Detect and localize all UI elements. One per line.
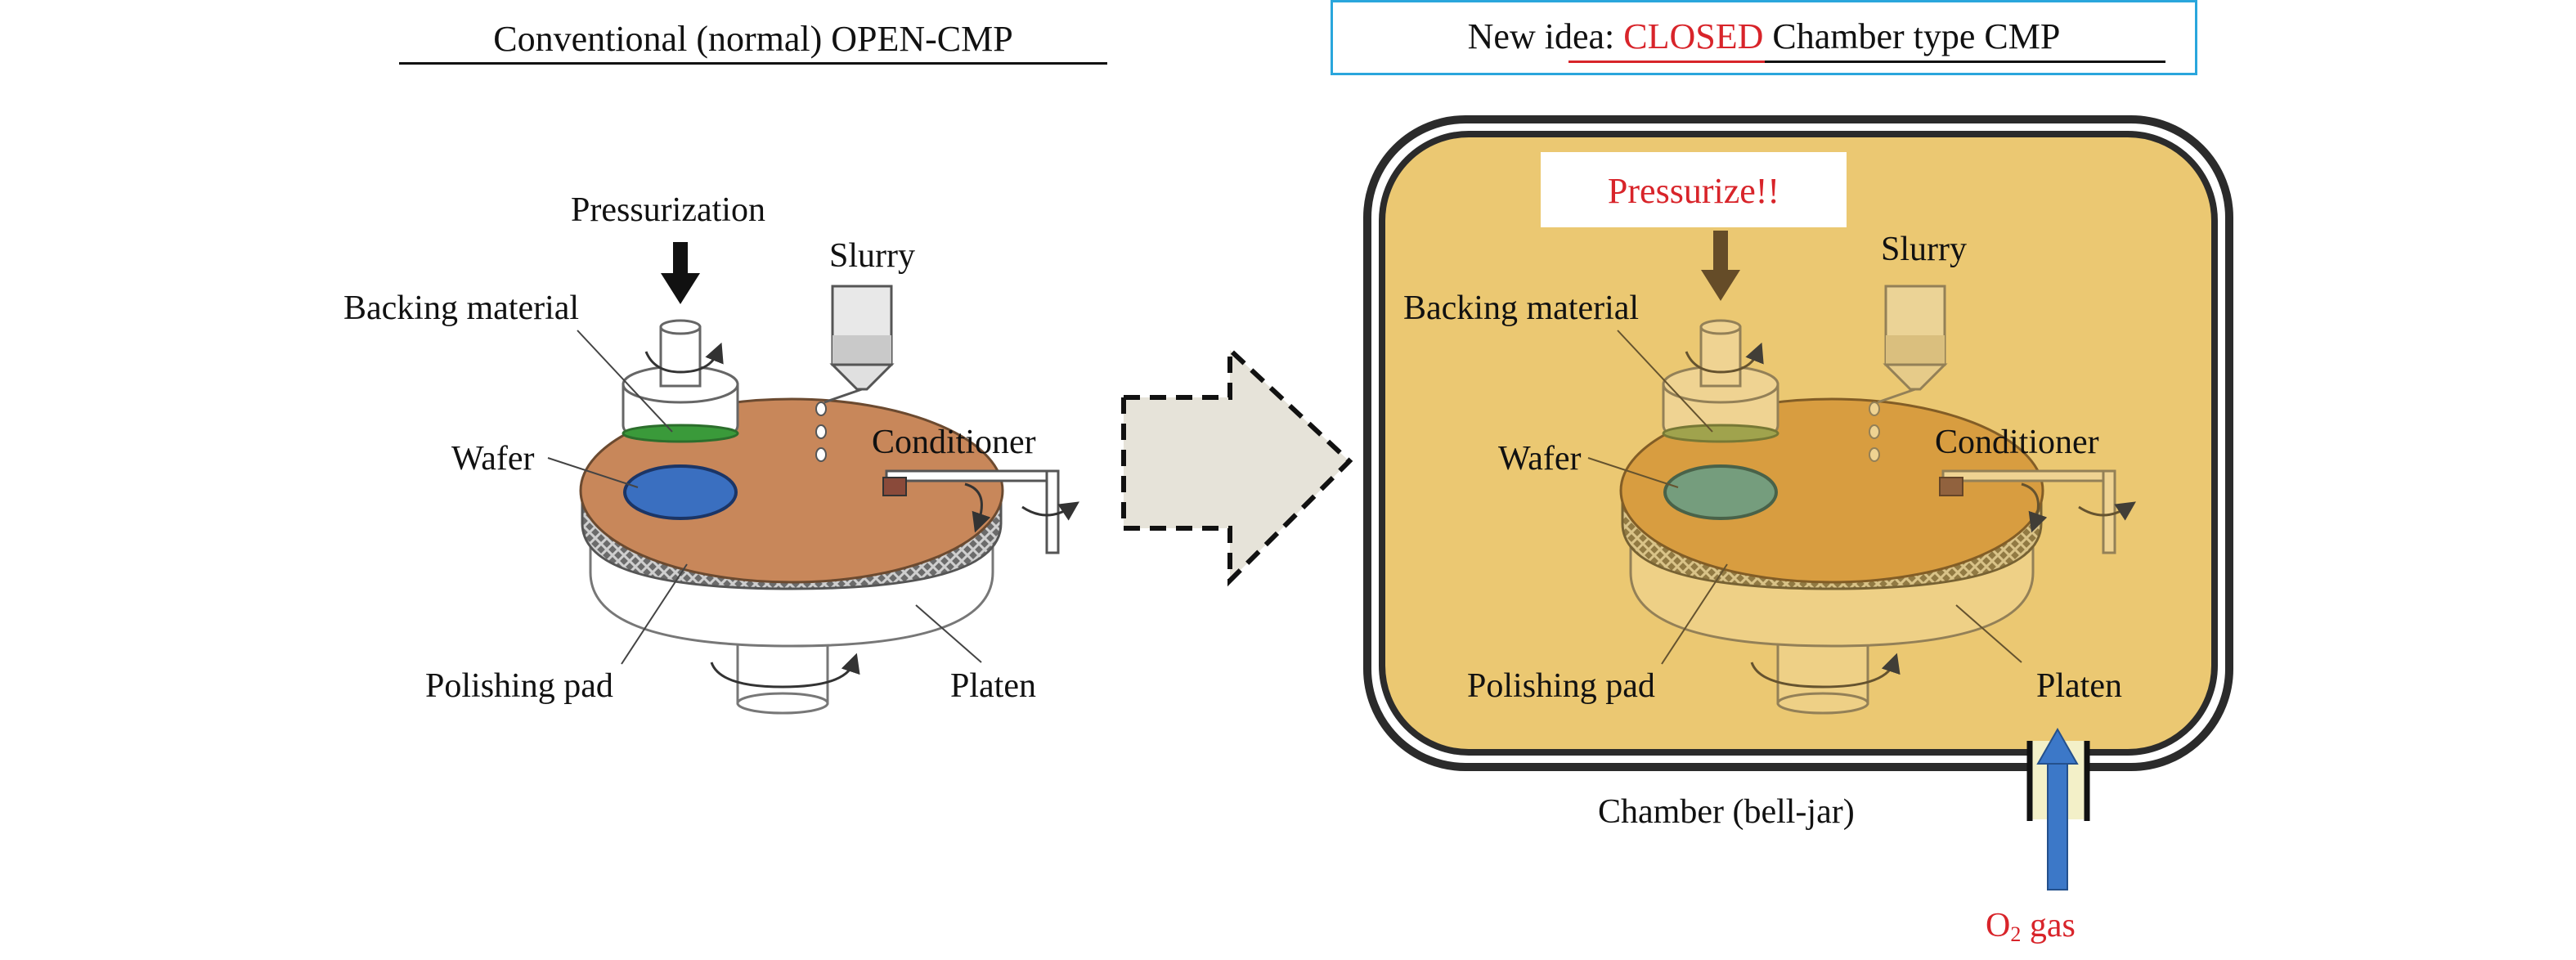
label-chamber-bell-jar: Chamber (bell-jar): [1598, 793, 1855, 831]
closed-label-platen: Platen: [2036, 667, 2122, 705]
open-cmp-title-underline: [399, 62, 1107, 65]
slurry-dispenser: [824, 285, 895, 404]
platen-rotation-icon: [710, 653, 860, 689]
closed-pressurize-arrow-icon: [1701, 231, 1740, 301]
closed-carrier-head: [1662, 319, 1779, 443]
label-conditioner: Conditioner: [872, 424, 1036, 461]
open-cmp-apparatus: [547, 242, 1079, 715]
pad-top-surface: [579, 397, 1004, 584]
closed-title-underline-black: [1765, 61, 2165, 63]
pressurization-arrow-icon: [661, 242, 700, 304]
head-rotation-icon: [644, 342, 724, 374]
closed-title-underline-red: [1568, 61, 1765, 63]
title-suffix: Chamber type CMP: [1763, 16, 2061, 56]
title-highlight: CLOSED: [1623, 16, 1764, 56]
conditioner: [882, 469, 1079, 554]
closed-cmp-apparatus: [1587, 231, 2136, 715]
transition-arrow: [1121, 344, 1353, 587]
wafer: [623, 464, 738, 520]
closed-label-wafer: Wafer: [1498, 440, 1582, 478]
label-platen: Platen: [950, 667, 1036, 705]
closed-label-conditioner: Conditioner: [1935, 424, 2099, 461]
closed-platen-rotation-icon: [1750, 653, 1901, 689]
pressurize-callout-box: Pressurize!!: [1541, 152, 1847, 227]
pressurize-callout: Pressurize!!: [1607, 171, 1780, 211]
closed-cmp-title: New idea: CLOSED Chamber type CMP: [1333, 16, 2195, 57]
label-backing-material: Backing material: [343, 289, 580, 327]
o2-suffix: gas: [2021, 907, 2076, 944]
open-leader-lines: [547, 330, 982, 665]
o2-subscript: 2: [2010, 922, 2022, 946]
label-pressurization: Pressurization: [571, 191, 765, 229]
closed-head-rotation-icon: [1685, 342, 1764, 374]
closed-pad-top-surface: [1619, 397, 2044, 584]
chamber-outer-wall: [1363, 115, 2233, 771]
carrier-head: [622, 319, 739, 443]
closed-label-polishing-pad: Polishing pad: [1467, 667, 1655, 705]
closed-wafer: [1663, 464, 1778, 520]
o2-main: O: [1986, 907, 2011, 944]
slurry-drops: [815, 401, 827, 462]
label-wafer: Wafer: [451, 440, 535, 478]
closed-leader-lines: [1587, 330, 2022, 665]
closed-label-slurry: Slurry: [1881, 231, 1967, 268]
open-cmp-title: Conventional (normal) OPEN-CMP: [493, 19, 1013, 59]
label-polishing-pad: Polishing pad: [425, 667, 613, 705]
closed-slurry-dispenser: [1877, 285, 1948, 404]
label-o2-gas: O2 gas: [1986, 906, 2076, 947]
closed-label-backing-material: Backing material: [1403, 289, 1640, 327]
o2-gas-arrow-icon: [2036, 727, 2079, 890]
closed-conditioner: [1939, 469, 2136, 554]
title-prefix: New idea:: [1467, 16, 1624, 56]
closed-slurry-drops: [1869, 401, 1880, 462]
closed-cmp-title-box: New idea: CLOSED Chamber type CMP: [1331, 0, 2197, 75]
label-slurry: Slurry: [829, 237, 915, 275]
